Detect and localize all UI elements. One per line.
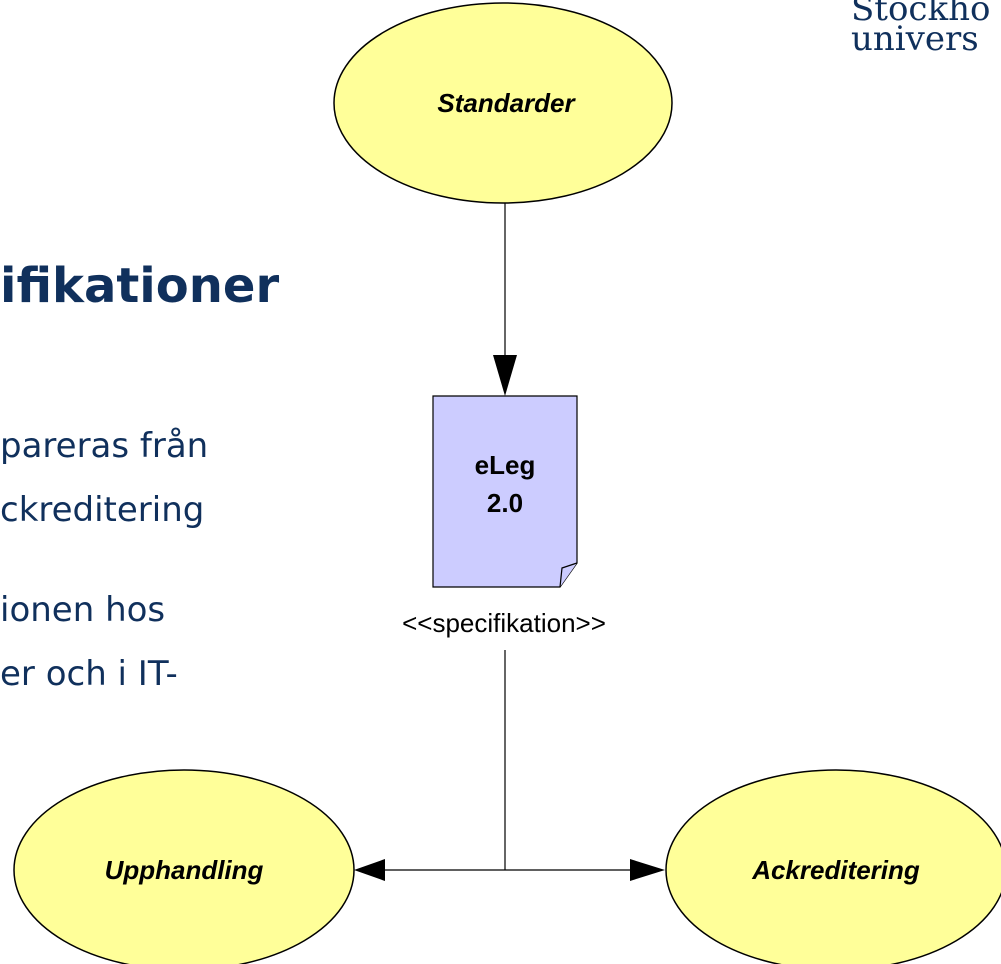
slide-body-line-1: pareras från (0, 426, 209, 466)
document-label-line-2: 2.0 (487, 488, 523, 518)
arrowhead-right (630, 859, 665, 881)
logo-line-2: univers (851, 19, 979, 59)
stereotype-label: <<specifikation>> (402, 608, 606, 638)
standarder-node (333, 2, 673, 204)
arrowhead-down (493, 355, 517, 396)
ackreditering-node (665, 769, 1001, 964)
university-logo: Stockho univers (851, 0, 991, 59)
slide-body-line-3: ionen hos (0, 590, 166, 630)
ackreditering-label: Ackreditering (751, 855, 920, 885)
logo-line-1: Stockho (851, 0, 991, 29)
arrowhead-left (354, 859, 385, 881)
slide-body-line-4: er och i IT- (0, 654, 178, 694)
upphandling-node (13, 769, 355, 964)
document-fold (559, 562, 578, 588)
upphandling-label: Upphandling (105, 855, 264, 885)
standarder-label: Standarder (437, 88, 576, 118)
slide-heading: ifikationer (0, 258, 280, 314)
document-label-line-1: eLeg (475, 450, 536, 480)
slide-body-line-2: ckreditering (0, 490, 205, 530)
